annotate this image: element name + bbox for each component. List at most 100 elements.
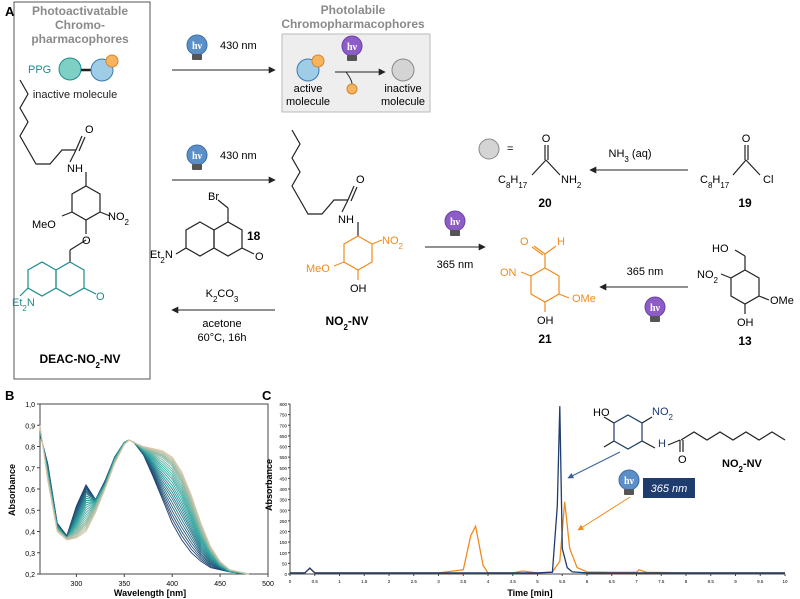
inactive-molecule-label: inactive molecule: [33, 89, 117, 101]
deac-no2-nv-structure: [19, 79, 111, 262]
nv-meo: MeO: [306, 263, 330, 275]
deac-nh: NH: [67, 163, 83, 175]
c13-no2: NO2: [697, 269, 719, 285]
inactive-line1: inactive: [384, 83, 421, 95]
compound-21-structure: [520, 245, 570, 312]
legend-gray-circle: [478, 138, 500, 160]
lamp-365-icon: [618, 469, 640, 496]
inset-o: O: [678, 454, 687, 466]
inset-no2: NO2: [652, 406, 674, 422]
spectrum-line: [39, 427, 249, 575]
deac-no2: NO2: [108, 211, 130, 227]
nv-carbonyl-o: O: [356, 174, 365, 186]
chart-c-ytick-label: 650: [279, 434, 287, 439]
c13-ho: HO: [712, 243, 729, 255]
c13-ome: OMe: [770, 295, 794, 307]
chart-c-xtick-label: 0.5: [312, 579, 319, 584]
chart-c-ytick-label: 800: [279, 402, 287, 407]
chart-c-ytick-label: 600: [279, 445, 287, 450]
compound-21-label: 21: [538, 332, 552, 346]
chart-c-xtick-label: 6.5: [609, 579, 616, 584]
inset-label: NO2-NV: [722, 458, 763, 474]
chart-b-xtick-label: 350: [118, 581, 130, 588]
release-bend: [345, 71, 353, 85]
chart-c-xtick-label: 9: [734, 579, 737, 584]
nv-aromatic-ring: [333, 235, 383, 280]
chart-c-xtick-label: 3: [437, 579, 440, 584]
wavelength-430-mid: 430 nm: [220, 150, 257, 162]
c18-et2n: Et2N: [150, 249, 173, 265]
hv-blue-icon-2: [186, 144, 208, 171]
chart-b-ytick-label: 0,7: [25, 466, 35, 473]
chart-b-ytick-label: 0,8: [25, 445, 35, 452]
chart-c-ytick-label: 450: [279, 476, 287, 481]
box-title-line3: pharmacophores: [31, 32, 129, 46]
pharmacophore-circle: [105, 54, 119, 68]
chromatogram-after-line: [290, 501, 785, 574]
nh3-reagent: NH3 (aq): [609, 148, 652, 164]
chart-c-ytick-label: 150: [279, 540, 287, 545]
chart-c-xtick-label: 0: [289, 579, 292, 584]
panel-b-label: B: [5, 388, 14, 403]
inset-nh: H: [658, 438, 666, 450]
chart-c-ytick-label: 500: [279, 466, 287, 471]
hplc-chromatogram-chart: 8007507006506005505004504003503002502001…: [279, 402, 788, 584]
no2-nv-label: NO2-NV: [325, 314, 368, 332]
compound-18-label: 18: [247, 229, 261, 243]
c20-oxygen: O: [542, 133, 551, 145]
chart-c-ytick-label: 400: [279, 487, 287, 492]
c21-ome: OMe: [572, 293, 596, 305]
active-line1: active: [294, 83, 323, 95]
compound-18-structure: [175, 199, 255, 257]
inactive-molecule-circle: [391, 58, 415, 82]
wavelength-365-right: 365 nm: [627, 266, 664, 278]
chart-c-xtick-label: 1: [338, 579, 341, 584]
deac-et2n: Et2N: [12, 297, 35, 313]
chart-c-xtick-label: 5.5: [559, 579, 566, 584]
photolabile-title-line2: Chromopharmacophores: [281, 17, 425, 31]
c19-oxygen: O: [742, 133, 751, 145]
compound-13-label: 13: [738, 334, 752, 348]
c20-alkyl: C8H17: [498, 174, 528, 190]
chart-b-xtick-label: 450: [214, 581, 226, 588]
chart-c-xtick-label: 8: [685, 579, 688, 584]
inset-no2-nv-structure: [603, 414, 786, 452]
deac-ether-o: O: [82, 235, 91, 247]
chart-b-ytick-label: 1,0: [25, 402, 35, 409]
spectrum-line: [39, 427, 249, 575]
chart-c-xtick-label: 4: [487, 579, 490, 584]
chart-b-ytick-label: 0,6: [25, 487, 35, 494]
spectrum-line: [39, 427, 249, 575]
spectrum-line: [39, 425, 249, 575]
chart-c-xtick-label: 3.5: [460, 579, 467, 584]
chart-c-xtick-label: 4.5: [510, 579, 517, 584]
compound-19-label: 19: [738, 196, 752, 210]
box-title-line1: Photoactivatable: [32, 4, 128, 18]
c21-on: ON: [500, 267, 517, 279]
acetone-solvent: acetone: [202, 318, 241, 330]
chart-c-xlabel: Time [min]: [507, 588, 552, 598]
compound-20-label: 20: [538, 196, 552, 210]
deac-coumarin-o: O: [96, 291, 105, 303]
wavelength-430-top: 430 nm: [220, 40, 257, 52]
chart-c-ytick-label: 100: [279, 551, 287, 556]
inactive-line2: molecule: [381, 96, 425, 108]
inset-ho: HO: [593, 407, 610, 419]
lamp-label: 365 nm: [651, 483, 688, 495]
chromatogram-before-line: [290, 406, 785, 574]
compound-13-structure: [720, 249, 770, 314]
c19-cl: Cl: [763, 174, 773, 186]
chart-b-xtick-label: 500: [262, 581, 274, 588]
chart-c-ytick-label: 550: [279, 455, 287, 460]
c18-o: O: [255, 251, 264, 263]
wavelength-365-mid: 365 nm: [437, 259, 474, 271]
chart-c-xtick-label: 2: [388, 579, 391, 584]
photolabile-title-line1: Photolabile: [321, 3, 386, 17]
chart-b-ytick-label: 0,4: [25, 530, 35, 537]
nv-oh: OH: [350, 283, 367, 295]
chart-c-xtick-label: 7: [635, 579, 638, 584]
chart-b-xtick-label: 400: [166, 581, 178, 588]
chart-c-xtick-label: 7.5: [658, 579, 665, 584]
chart-c-ytick-label: 350: [279, 498, 287, 503]
